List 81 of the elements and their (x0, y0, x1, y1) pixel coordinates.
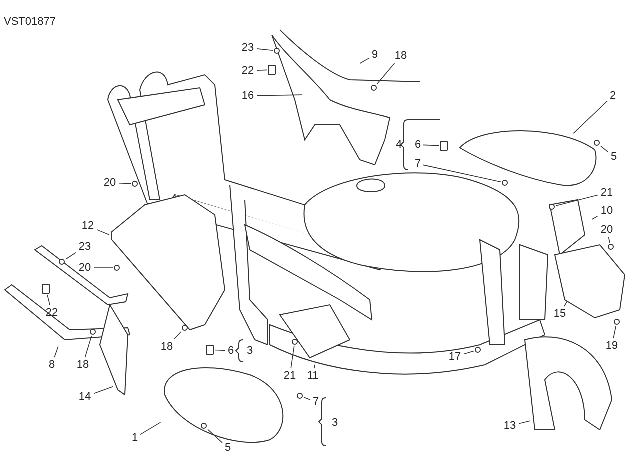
callout-number: 19 (604, 340, 620, 352)
leader-line (290, 346, 295, 369)
callout-number: 5 (224, 442, 232, 454)
fastener-icon (132, 181, 138, 187)
fastener-icon (114, 265, 120, 271)
callout-number: 10 (599, 204, 615, 218)
callout-number: 23 (77, 240, 93, 254)
callout-number: 18 (393, 50, 409, 62)
leader-line (118, 182, 132, 184)
callout-number: 18 (75, 358, 91, 372)
callout-number: 1 (130, 432, 140, 444)
leader-line (464, 350, 474, 355)
leader-line (84, 336, 92, 358)
leader-line (518, 420, 531, 424)
callout-number: 7 (414, 158, 422, 170)
leader-line (600, 146, 609, 153)
leader-line (304, 397, 311, 400)
leader-line (613, 326, 617, 339)
callout-number: 3 (246, 344, 254, 358)
callout-number: 2 (608, 90, 618, 102)
callout-number: 5 (610, 150, 618, 164)
leader-line (96, 229, 110, 236)
leader-line (174, 332, 182, 340)
fastener-icon (297, 393, 303, 399)
fastener-icon (549, 204, 555, 210)
leader-line (423, 164, 502, 183)
drawing-code: VST01877 (3, 16, 57, 28)
callout-number: 3 (330, 416, 340, 430)
callout-number: 6 (414, 138, 422, 152)
leader-line (360, 58, 370, 64)
callout-number: 18 (159, 340, 175, 354)
leader-line (66, 252, 76, 260)
clip-icon (42, 284, 50, 294)
leader-line (256, 94, 302, 96)
fastener-icon (594, 140, 600, 146)
leader-line (47, 294, 51, 306)
fastener-icon (608, 244, 614, 250)
callout-number: 21 (282, 370, 298, 382)
callout-number: 20 (599, 224, 615, 236)
leader-line (573, 100, 608, 134)
fastener-icon (502, 180, 508, 186)
callout-number: 13 (502, 420, 518, 432)
callout-number: 20 (102, 176, 118, 190)
leader-line (423, 144, 440, 146)
callout-number: 22 (44, 306, 60, 320)
fastener-icon (614, 319, 620, 325)
leader-line (214, 350, 226, 352)
clip-icon (268, 65, 276, 75)
callout-number: 16 (240, 90, 256, 102)
leader-line (608, 237, 610, 244)
fastener-icon (274, 48, 280, 54)
leader-line (54, 346, 59, 358)
fastener-icon (371, 85, 377, 91)
leader-line (592, 216, 598, 220)
callout-number: 6 (226, 344, 236, 358)
callout-number: 22 (240, 64, 256, 78)
leader-line (140, 422, 162, 436)
callout-number: 7 (312, 396, 320, 408)
callout-number: 9 (370, 48, 380, 62)
callout-number: 4 (394, 138, 404, 152)
leader-line (556, 194, 598, 206)
leader-line (94, 386, 114, 394)
leader-line (314, 364, 316, 369)
callout-number: 8 (48, 358, 56, 372)
callout-number: 23 (240, 42, 256, 54)
callout-number: 21 (599, 186, 615, 200)
leader-line (376, 63, 396, 84)
fastener-icon (59, 259, 65, 265)
fastener-icon (182, 325, 188, 331)
leader-line (208, 429, 223, 444)
clip-icon (206, 345, 214, 355)
callout-number: 17 (447, 350, 463, 364)
leader-line (256, 70, 268, 72)
callout-number: 15 (552, 308, 568, 320)
callout-number: 11 (305, 370, 321, 382)
callout-number: 20 (77, 262, 93, 274)
clip-icon (440, 141, 448, 151)
leader-line (256, 48, 274, 51)
leader-line (564, 300, 568, 307)
callout-number: 12 (80, 220, 96, 232)
callout-number: 14 (77, 390, 93, 404)
